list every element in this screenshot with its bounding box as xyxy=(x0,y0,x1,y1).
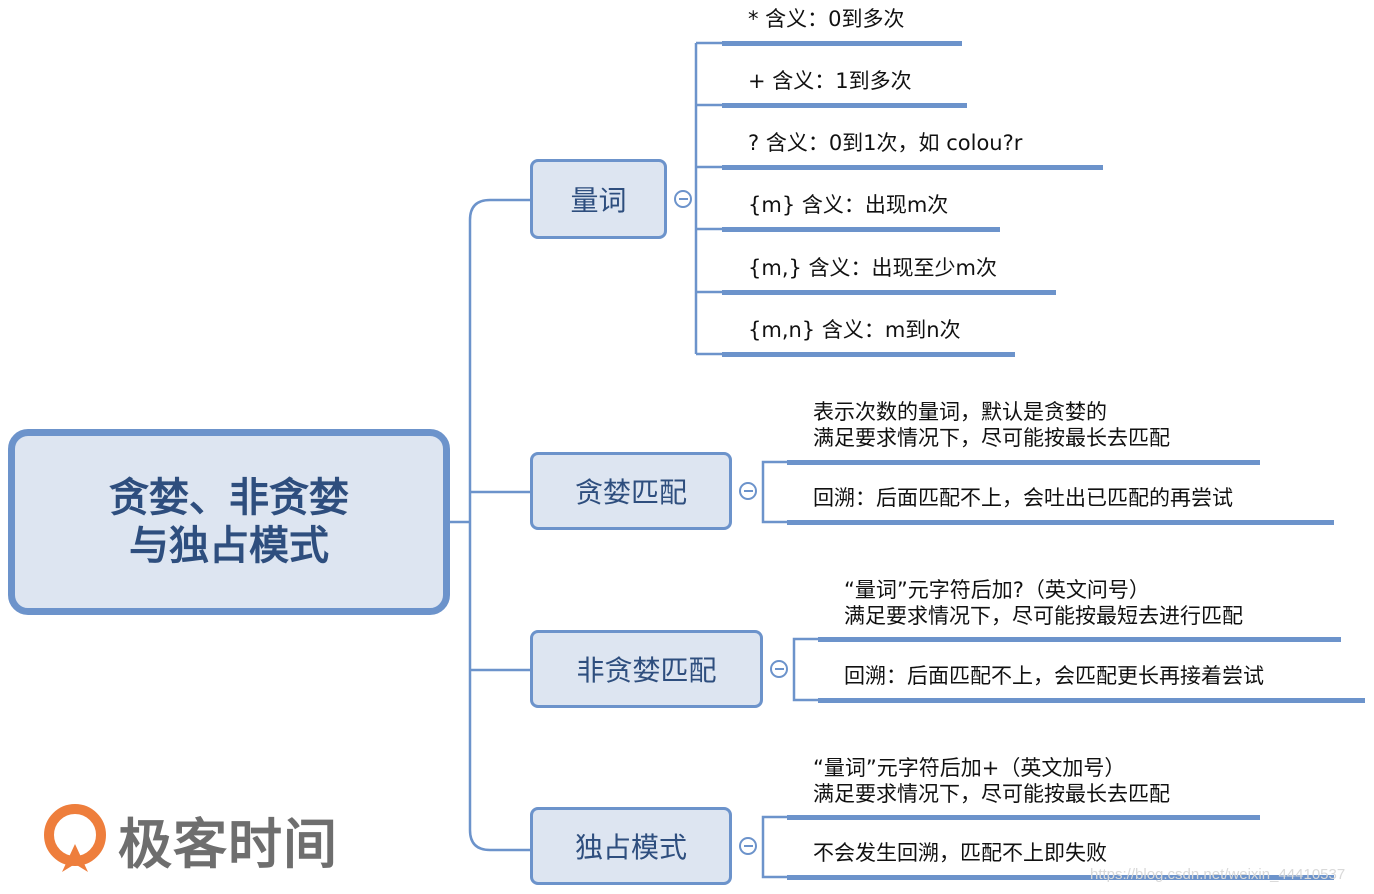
logo-mark-icon xyxy=(44,803,106,872)
leaf-underline xyxy=(722,290,1056,295)
leaf-lazy-desc[interactable]: “量词”元字符后加?（英文问号） 满足要求情况下，尽可能按最短去进行匹配 xyxy=(844,578,1243,628)
leaf-underline xyxy=(722,352,1015,357)
leaf-underline xyxy=(787,875,1334,880)
leaf-underline xyxy=(722,103,967,108)
leaf-plus[interactable]: + 含义：1到多次 xyxy=(748,69,912,93)
leaf-m[interactable]: {m} 含义：出现m次 xyxy=(748,193,949,217)
connector-b3 xyxy=(792,637,818,702)
leaf-underline xyxy=(818,637,1341,642)
watermark-url: https://blog.csdn.net/weixin_44410537 xyxy=(1090,866,1346,883)
root-title-line2: 与独占模式 xyxy=(129,523,329,569)
root-node[interactable]: 贪婪、非贪婪 与独占模式 xyxy=(8,429,450,615)
branch-node-quantifier[interactable]: 量词 xyxy=(530,159,667,239)
leaf-lazy-backtrack[interactable]: 回溯：后面匹配不上，会匹配更长再接着尝试 xyxy=(844,664,1264,688)
collapse-toggle-icon[interactable] xyxy=(674,190,692,208)
leaf-underline xyxy=(722,165,1103,170)
leaf-underline xyxy=(722,41,962,46)
connector-b2 xyxy=(761,460,787,524)
branch-node-lazy[interactable]: 非贪婪匹配 xyxy=(530,630,763,708)
leaf-underline xyxy=(787,815,1260,820)
leaf-underline xyxy=(787,520,1334,525)
connector-trunk xyxy=(468,198,530,852)
geektime-logo: 极客时间 xyxy=(44,800,338,879)
leaf-m-comma[interactable]: {m,} 含义：出现至少m次 xyxy=(748,256,997,280)
leaf-underline xyxy=(818,698,1365,703)
leaf-underline xyxy=(722,227,1000,232)
leaf-possessive-backtrack[interactable]: 不会发生回溯，匹配不上即失败 xyxy=(813,841,1107,865)
leaf-m-n[interactable]: {m,n} 含义：m到n次 xyxy=(748,318,961,342)
branch-node-greedy[interactable]: 贪婪匹配 xyxy=(530,452,732,530)
branch-node-possessive[interactable]: 独占模式 xyxy=(530,807,732,885)
leaf-possessive-desc[interactable]: “量词”元字符后加+（英文加号） 满足要求情况下，尽可能按最长去匹配 xyxy=(813,756,1170,806)
leaf-greedy-backtrack[interactable]: 回溯：后面匹配不上，会吐出已匹配的再尝试 xyxy=(813,486,1233,510)
branch-label: 独占模式 xyxy=(574,831,687,864)
root-title-line1: 贪婪、非贪婪 xyxy=(109,475,349,521)
leaf-star[interactable]: * 含义：0到多次 xyxy=(748,7,905,31)
leaf-question[interactable]: ? 含义：0到1次，如 colou?r xyxy=(748,131,1023,155)
branch-label: 贪婪匹配 xyxy=(574,476,687,509)
leaf-underline xyxy=(787,460,1260,465)
logo-text: 极客时间 xyxy=(118,813,338,876)
collapse-toggle-icon[interactable] xyxy=(739,482,757,500)
branch-label: 非贪婪匹配 xyxy=(576,654,717,687)
leaf-greedy-desc[interactable]: 表示次数的量词，默认是贪婪的 满足要求情况下，尽可能按最长去匹配 xyxy=(813,400,1170,450)
connector-b4 xyxy=(761,815,787,879)
branch-label: 量词 xyxy=(570,184,627,217)
collapse-toggle-icon[interactable] xyxy=(770,660,788,678)
collapse-toggle-icon[interactable] xyxy=(739,837,757,855)
